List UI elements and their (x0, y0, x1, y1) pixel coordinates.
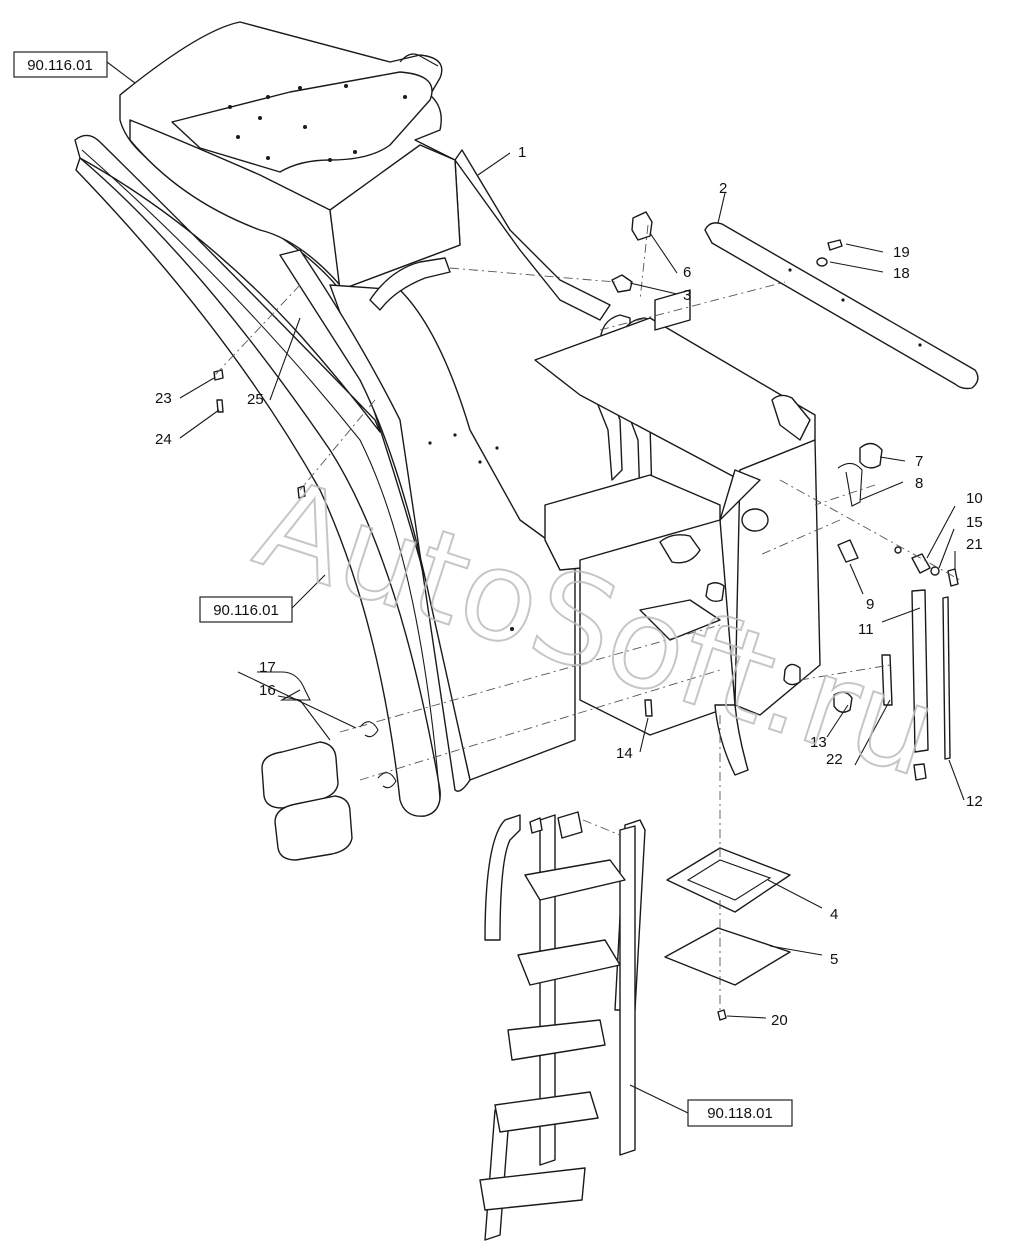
fuel-tank-assembly (534, 289, 821, 776)
leader-lines (106, 61, 965, 1114)
reference-box-top: 90.116.01 (13, 51, 108, 78)
callout-14: 14 (616, 745, 633, 762)
fender-outer-strip (74, 134, 441, 817)
part-2-strip (704, 222, 979, 390)
reference-box-middle-label: 90.116.01 (213, 602, 279, 619)
upper-fender-panel (119, 21, 461, 291)
callout-12: 12 (966, 793, 983, 810)
fender-side-wall (279, 249, 576, 792)
callout-11: 11 (858, 621, 874, 638)
callout-22: 22 (826, 751, 843, 768)
reference-box-middle: 90.116.01 (199, 596, 293, 623)
callout-5: 5 (830, 951, 838, 968)
callout-16: 16 (259, 682, 276, 699)
callout-1: 1 (518, 144, 526, 161)
callout-2: 2 (719, 180, 727, 197)
callout-13: 13 (810, 734, 827, 751)
callout-21: 21 (966, 536, 983, 553)
assembly-lines (214, 224, 961, 1010)
small-hardware (213, 211, 959, 1021)
callout-10: 10 (966, 490, 983, 507)
callout-24: 24 (155, 431, 172, 448)
callout-18: 18 (893, 265, 910, 282)
reference-box-bottom: 90.118.01 (687, 1099, 793, 1127)
reference-box-top-label: 90.116.01 (27, 57, 93, 74)
callout-3: 3 (683, 287, 691, 304)
callout-19: 19 (893, 244, 910, 261)
callout-23: 23 (155, 390, 172, 407)
callout-labels: 1 2 3 4 5 6 7 8 9 10 11 12 13 14 15 16 1… (155, 144, 983, 1029)
callout-25: 25 (247, 391, 264, 408)
reference-box-bottom-label: 90.118.01 (707, 1105, 773, 1122)
callout-15: 15 (966, 514, 983, 531)
callout-17: 17 (259, 659, 276, 676)
callout-7: 7 (915, 453, 923, 470)
callout-6: 6 (683, 264, 691, 281)
ladder-steps (479, 859, 626, 1211)
callout-9: 9 (866, 596, 874, 613)
callout-20: 20 (771, 1012, 788, 1029)
callout-8: 8 (915, 475, 923, 492)
callout-4: 4 (830, 906, 838, 923)
step-ladder (479, 811, 646, 1241)
